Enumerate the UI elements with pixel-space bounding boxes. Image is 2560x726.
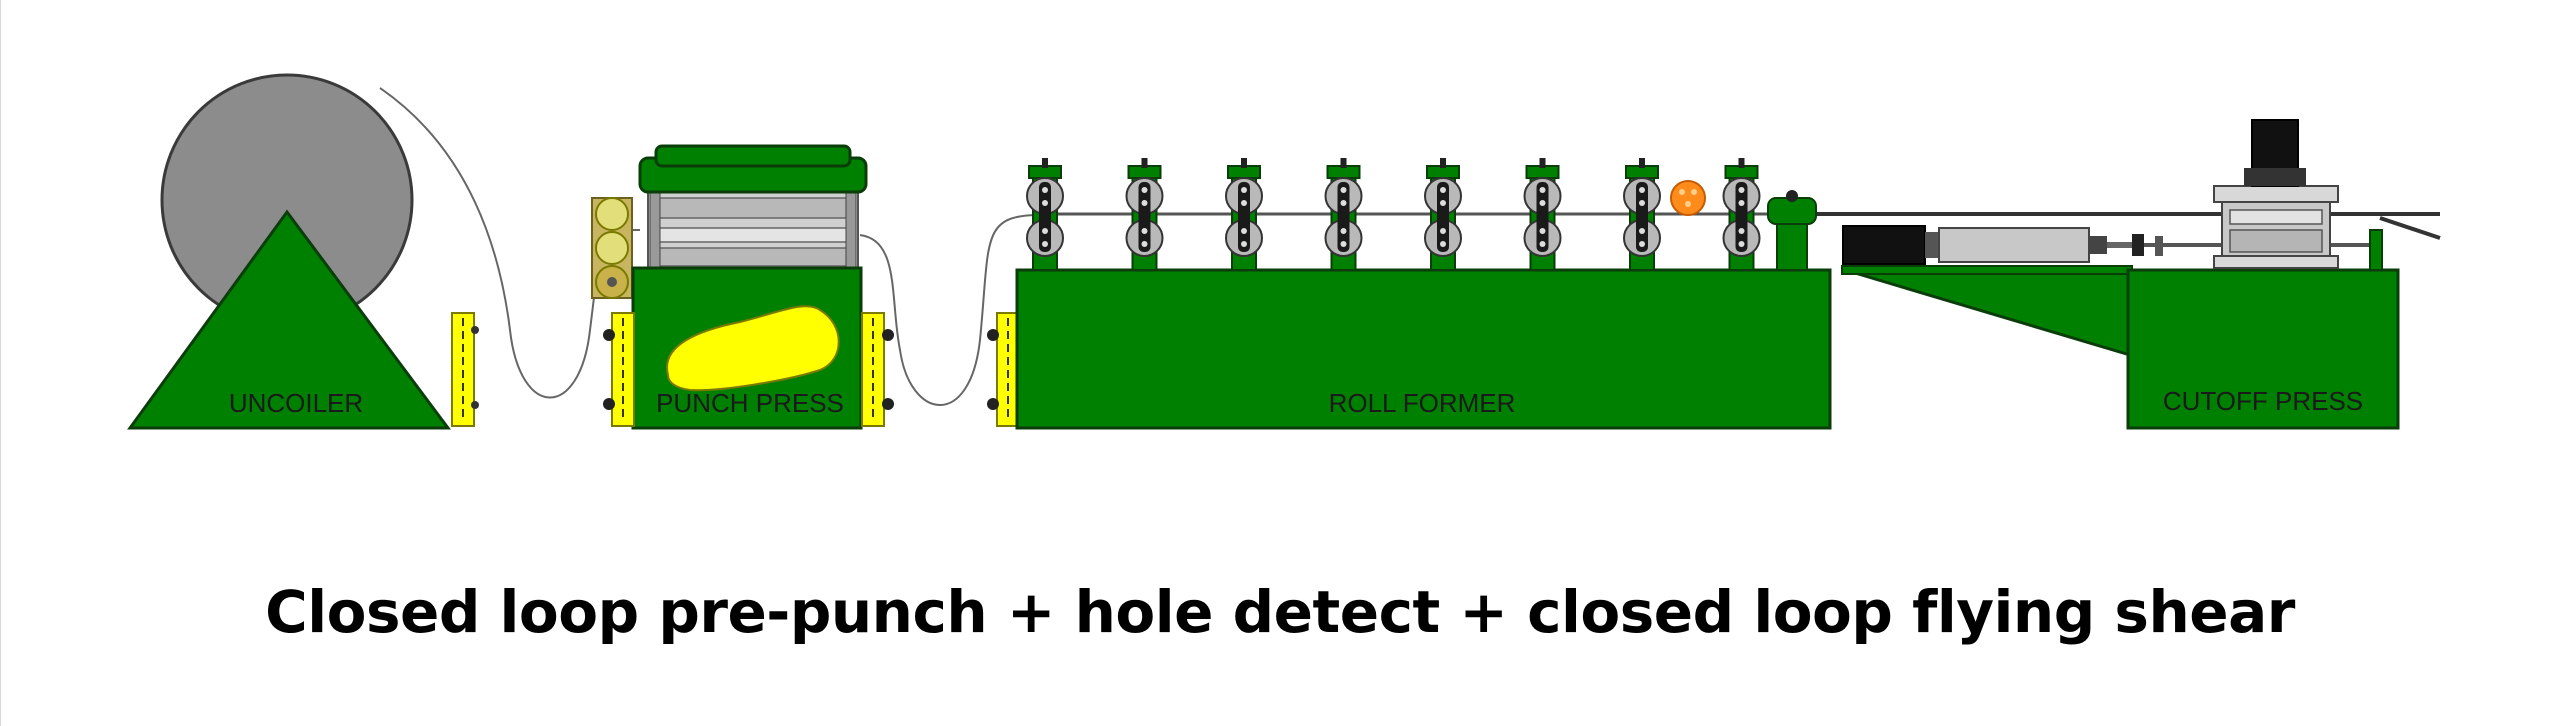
- roll-stand: [1026, 158, 1064, 271]
- roll-former-label: ROLL FORMER: [1329, 388, 1516, 418]
- cutoff-press-label: CUTOFF PRESS: [2163, 386, 2363, 416]
- roll-stand: [1225, 158, 1263, 271]
- punch-press-guard-left: [603, 312, 635, 427]
- shear-carriage-ramp: [1841, 265, 2133, 358]
- feed-rollers: [591, 197, 633, 299]
- servo-actuator: [1842, 225, 2380, 265]
- punch-press: PUNCH PRESS: [631, 144, 868, 430]
- uncoiler: UNCOILER: [127, 73, 451, 430]
- punch-press-guard-right: [861, 312, 894, 427]
- actuator-cylinder: [1938, 227, 2090, 263]
- roll-stand: [1722, 158, 1761, 271]
- roll-stand: [1125, 158, 1164, 271]
- roll-stand: [1523, 158, 1562, 271]
- roll-stands: [1026, 158, 1761, 271]
- roll-former: ROLL FORMER: [1015, 158, 1832, 430]
- uncoiler-label: UNCOILER: [229, 388, 363, 418]
- hole-detect-sensor: [1670, 180, 1706, 216]
- roll-former-entry-guide: [987, 312, 1020, 427]
- entry-guide: [451, 312, 479, 427]
- punch-press-label: PUNCH PRESS: [656, 388, 844, 418]
- diagram-caption: Closed loop pre-punch + hole detect + cl…: [265, 578, 2295, 646]
- roll-stand: [1324, 158, 1363, 271]
- cutoff-press-base: [2126, 268, 2400, 430]
- cam-guard: [665, 305, 840, 392]
- roll-former-base: [1015, 268, 1832, 430]
- cutoff-press: CUTOFF PRESS: [2126, 119, 2400, 430]
- roll-stand: [1623, 158, 1661, 271]
- roll-stand: [1424, 158, 1462, 271]
- servo-motor: [1842, 225, 1926, 265]
- exit-straightener: [1767, 190, 1817, 271]
- uncoiler-stand: [127, 209, 451, 430]
